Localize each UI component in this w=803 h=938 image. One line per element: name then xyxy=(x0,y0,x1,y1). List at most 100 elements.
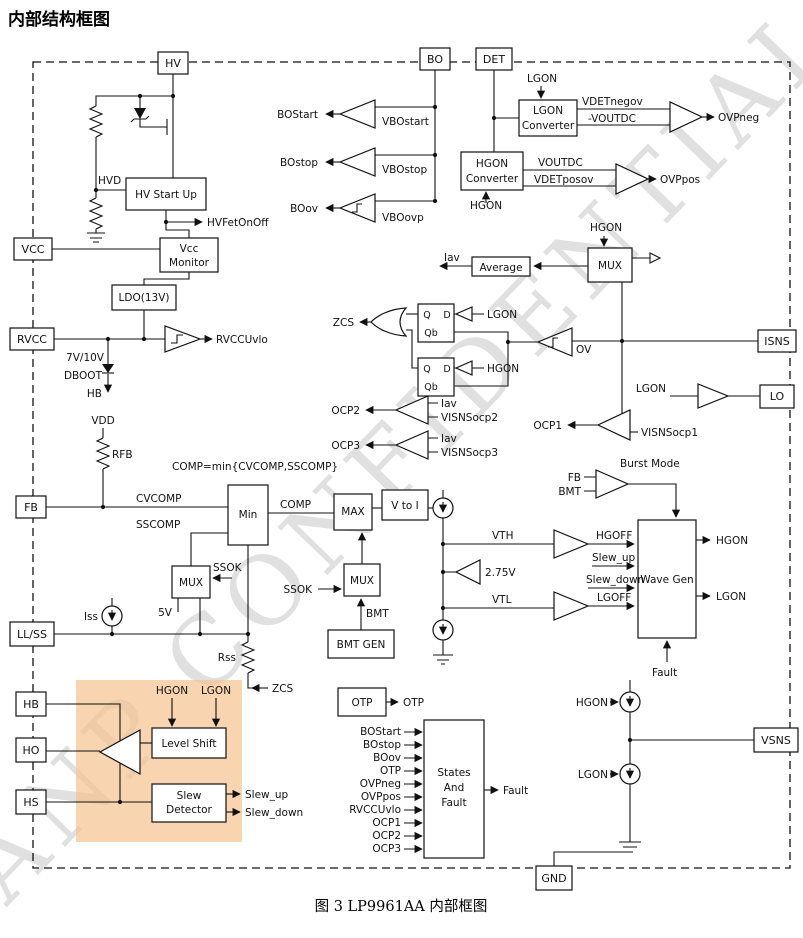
label-ssok-mid: SSOK xyxy=(284,584,314,596)
label-hgon-mux: HGON xyxy=(590,222,622,234)
label-ldo: LDO(13V) xyxy=(119,292,170,304)
label-rss: Rss xyxy=(218,652,236,664)
label-lgon-conv-2: Converter xyxy=(522,120,575,132)
label-mux-sscomp: MUX xyxy=(179,577,203,589)
label-vdd: VDD xyxy=(91,415,114,427)
pin-hs xyxy=(15,789,47,815)
pin-bo xyxy=(419,47,451,71)
label-hvd: HVD xyxy=(98,175,121,187)
states-input-label: OCP1 xyxy=(372,817,401,829)
hysteresis-icon xyxy=(352,203,362,213)
label-lgon-ls: LGON xyxy=(201,685,231,697)
pin-label-ho: HO xyxy=(23,744,40,757)
states-input-label: OVPneg xyxy=(360,778,401,790)
pin-vcc xyxy=(13,237,53,261)
label-iav-out: Iav xyxy=(444,252,460,264)
block-hv-startup xyxy=(125,177,207,211)
label-hgon-out: HGON xyxy=(716,535,748,547)
block-average xyxy=(471,256,531,277)
diode-symbols xyxy=(102,108,146,373)
pin-label-bo: BO xyxy=(427,53,443,66)
pin-vsns xyxy=(753,727,799,753)
label-lgon-top: LGON xyxy=(527,73,557,85)
block-slew-detector xyxy=(151,783,227,823)
label-mux-bmt: MUX xyxy=(350,575,374,587)
label-vth: VTH xyxy=(492,530,514,542)
hgon-buffer xyxy=(454,360,473,376)
block-lgon-converter xyxy=(518,99,578,137)
ovpneg-comparator xyxy=(669,101,704,133)
label-uvlo-thresh: 7V/10V xyxy=(66,352,105,364)
label-neg-voutdc: -VOUTDC xyxy=(588,113,636,125)
page-title: 内部结构框图 xyxy=(8,9,110,30)
block-otp xyxy=(337,687,387,717)
pin-label-vcc: VCC xyxy=(22,243,45,256)
label-cvcomp: CVCOMP xyxy=(136,493,182,505)
label-hgon-conv-1: HGON xyxy=(476,158,508,170)
label-bostop: BOstop xyxy=(280,157,318,169)
label-iav-ocp2: Iav xyxy=(441,398,457,410)
states-input-label: BOov xyxy=(373,752,401,764)
states-input-label: BOstop xyxy=(363,739,401,751)
label-vboovp: VBOovp xyxy=(382,212,424,224)
pin-label-rvcc: RVCC xyxy=(17,333,47,346)
label-slew-down-wg: Slew_down xyxy=(586,574,644,586)
label-slew-det-1: Slew xyxy=(177,790,202,802)
label-lgon-lo: LGON xyxy=(636,383,666,395)
pin-label-gnd: GND xyxy=(541,872,566,885)
label-visnsocp1: VISNSocp1 xyxy=(641,427,698,439)
pin-label-isns: ISNS xyxy=(764,335,789,348)
ovppos-comparator xyxy=(615,163,650,195)
pin-gnd xyxy=(535,865,573,891)
current-sources xyxy=(101,497,641,785)
label-wave-gen: Wave Gen xyxy=(640,574,693,586)
label-lgoff: LGOFF xyxy=(597,592,631,604)
pin-llss xyxy=(9,621,55,647)
resistor xyxy=(240,641,256,674)
pin-label-llss: LL/SS xyxy=(17,628,47,641)
label-vbostart: VBOstart xyxy=(382,116,429,128)
label-otp-out: OTP xyxy=(403,697,424,709)
block-flipflop-2 xyxy=(417,357,455,397)
label-vcc-monitor-1: Vcc xyxy=(180,243,199,255)
label-ocp1: OCP1 xyxy=(533,420,562,432)
label-bmt: BMT xyxy=(366,608,389,620)
lgon-buffer xyxy=(454,306,473,322)
pin-lo xyxy=(759,384,795,409)
dboot-diode xyxy=(102,364,114,373)
label-fault-wg: Fault xyxy=(652,667,677,679)
burst-mode-comparator xyxy=(595,469,630,499)
label-otp-block: OTP xyxy=(351,697,372,709)
pin-isns xyxy=(757,329,797,353)
pin-labels: HV BO DET VCC RVCC FB LL/SS HB HO HS ISN… xyxy=(17,53,791,885)
resistor xyxy=(88,105,104,138)
ground-symbol xyxy=(619,841,641,853)
pin-label-lo: LO xyxy=(770,390,785,403)
pin-fb xyxy=(15,495,47,519)
states-input-label: OCP2 xyxy=(372,830,401,842)
label-vref: 2.75V xyxy=(485,567,516,579)
lo-driver-buffer xyxy=(697,383,730,409)
ho-driver-buffer xyxy=(98,728,141,776)
label-vdetnegov: VDETnegov xyxy=(582,96,643,108)
label-hv-startup: HV Start Up xyxy=(135,189,197,201)
label-max: MAX xyxy=(341,506,364,518)
label-ov: OV xyxy=(576,344,592,356)
comparators xyxy=(98,99,730,776)
states-input-label: OVPpos xyxy=(361,791,401,803)
label-5v: 5V xyxy=(158,607,173,619)
block-mux-sscomp xyxy=(171,565,211,599)
label-lgon-cs: LGON xyxy=(578,769,608,781)
pin-label-fb: FB xyxy=(24,501,38,514)
zcs-or-gate xyxy=(370,307,408,337)
block-wave-gen xyxy=(637,519,697,639)
label-visnsocp3: VISNSocp3 xyxy=(441,447,498,459)
function-blocks xyxy=(111,99,697,859)
pin-label-hs: HS xyxy=(23,796,38,809)
block-v-to-i xyxy=(381,489,429,521)
junction-dots xyxy=(93,93,633,805)
label-bmt-gen: BMT GEN xyxy=(337,639,386,651)
label-boov: BOov xyxy=(290,203,318,215)
label-lgon-conv-1: LGON xyxy=(533,105,563,117)
label-slew-det-2: Detector xyxy=(166,804,212,816)
